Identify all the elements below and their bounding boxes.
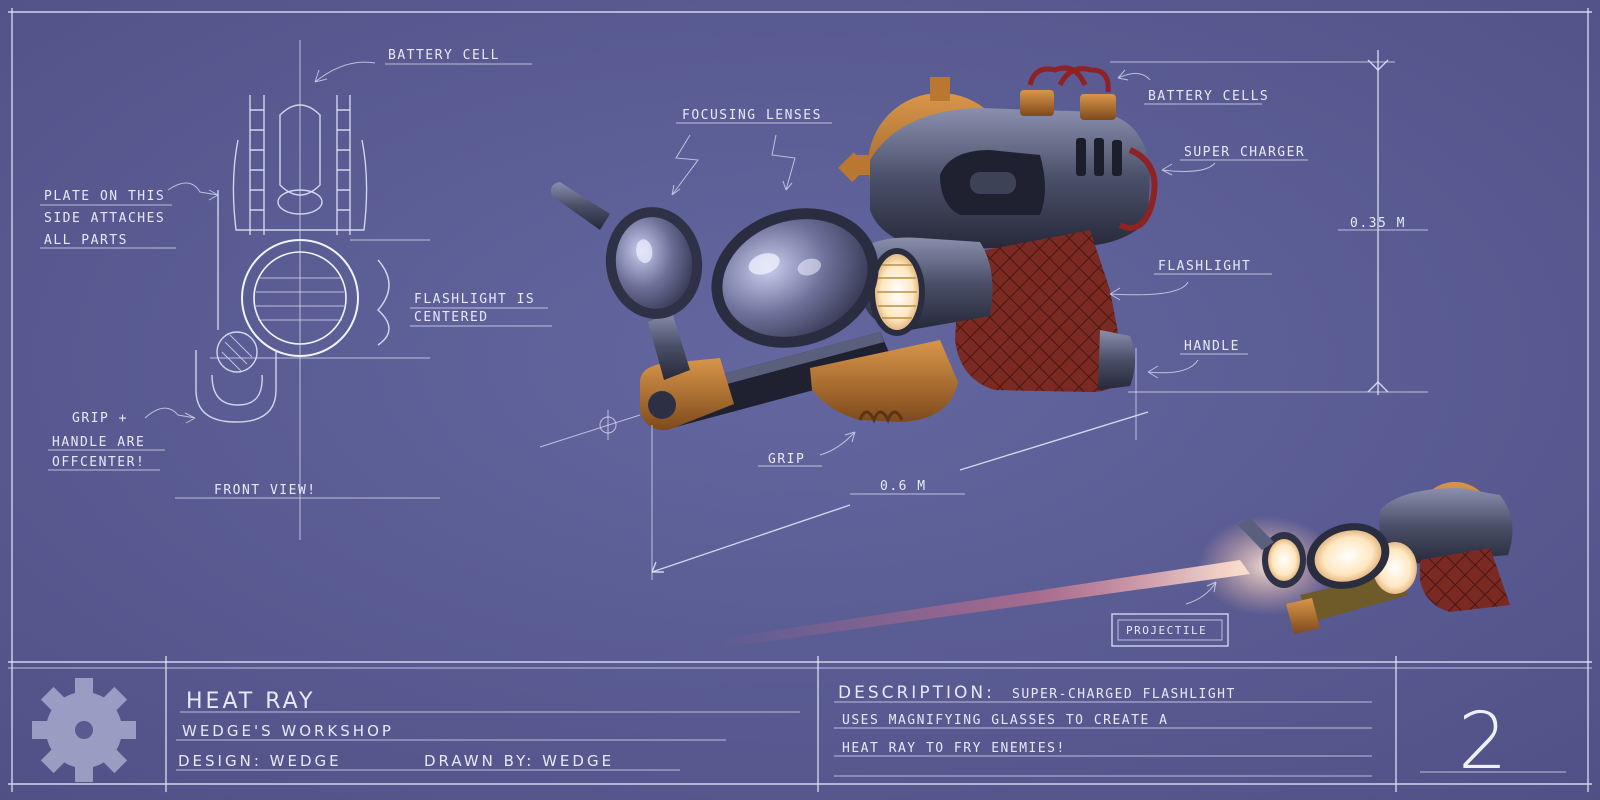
sheet-frame: [8, 8, 1592, 792]
callout-plate-line1: Plate on this: [44, 189, 165, 204]
callout-grip-handle-line3: offcenter!: [52, 455, 145, 470]
callout-focusing-lenses: Focusing lenses: [682, 108, 822, 123]
callout-projectile: Projectile: [1126, 624, 1207, 637]
front-view-callouts: Battery cell Plate on this side attaches…: [40, 48, 552, 499]
description-line1: Super-charged flashlight: [1012, 687, 1236, 702]
callout-super-charger: Super charger: [1184, 145, 1305, 160]
projectile-illustration: Projectile: [712, 482, 1513, 648]
description-line2: uses magnifying glasses to create a: [842, 713, 1168, 728]
dimension-length: 0.6 m: [880, 479, 927, 494]
drawn-by-credit: Drawn by: Wedge: [424, 752, 614, 770]
callout-battery-cell: Battery cell: [388, 48, 500, 63]
callout-handle: Handle: [1184, 339, 1240, 354]
studio-name: Wedge's Workshop: [182, 722, 394, 740]
main-callouts: Focusing lenses Battery cells Super char…: [539, 50, 1428, 580]
callout-plate-line2: side attaches: [44, 211, 165, 226]
callout-grip-handle-line2: handle are: [52, 435, 145, 450]
callout-flashlight-centered-line1: Flashlight is: [414, 292, 535, 307]
description-line3: heat ray to fry enemies!: [842, 741, 1066, 756]
drawing-title: Heat Ray: [186, 689, 315, 714]
callout-front-view: Front view!: [214, 483, 317, 498]
callout-grip: Grip: [768, 452, 805, 467]
sheet-number: 2: [1458, 697, 1508, 787]
title-block: Heat Ray Wedge's Workshop Design: Wedge …: [32, 678, 1566, 787]
description-label: Description:: [838, 683, 995, 703]
callout-plate-line3: all parts: [44, 233, 128, 248]
design-credit: Design: Wedge: [178, 752, 342, 770]
front-view-sketch: [195, 40, 430, 540]
callout-flashlight: Flashlight: [1158, 259, 1251, 274]
dimension-height: 0.35 m: [1350, 216, 1406, 231]
gear-logo-icon: [32, 678, 136, 782]
heat-ray-main-illustration: [551, 65, 1158, 431]
callout-grip-handle-line1: Grip +: [72, 411, 128, 426]
callout-flashlight-centered-line2: centered: [414, 310, 489, 325]
callout-battery-cells: Battery cells: [1148, 89, 1269, 104]
